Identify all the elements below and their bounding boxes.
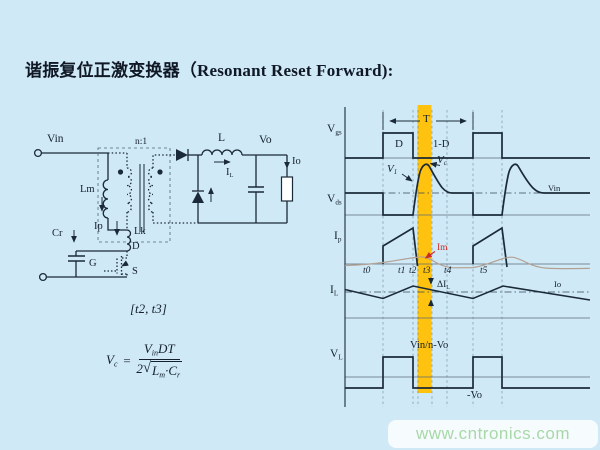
il-trace xyxy=(344,285,591,301)
highlight-band-t2-t3 xyxy=(417,105,432,393)
label-io: Io xyxy=(292,156,301,167)
watermark: www.cntronics.com xyxy=(388,420,598,448)
freewheeling-diode xyxy=(192,155,214,223)
title-en: Resonant Reset Forward xyxy=(197,61,382,80)
formula-vc: Vc = VinDT 2√Lm·Cr xyxy=(106,341,183,381)
row-label-vl: VL xyxy=(330,348,343,362)
output-capacitor xyxy=(248,155,264,223)
label-source: S xyxy=(132,266,138,277)
label-ip: Ip xyxy=(94,221,103,232)
annotation-im: Im xyxy=(437,243,448,253)
reference-levels xyxy=(345,192,590,293)
im-pointer-arrow xyxy=(424,251,436,259)
v1-pointer-arrow xyxy=(401,173,413,182)
primary-polarity-dot xyxy=(117,169,124,175)
primary-winding xyxy=(126,167,133,213)
secondary-winding xyxy=(147,167,154,213)
label-cr: Cr xyxy=(52,228,63,239)
vds-trace xyxy=(345,163,590,216)
label-vo: Vo xyxy=(259,134,272,146)
title-zh: 谐振复位正激变换器（ xyxy=(25,61,197,80)
ip-trace-pulse1 xyxy=(382,226,419,267)
slide-title: 谐振复位正激变换器（Resonant Reset Forward): xyxy=(25,56,394,81)
time-label-t4: t4 xyxy=(444,266,452,276)
title-tail: ): xyxy=(381,61,394,80)
label-gate: G xyxy=(89,258,97,269)
time-label-t1: t1 xyxy=(398,266,406,276)
vc-pointer-arrow xyxy=(429,161,441,168)
annotation-one-minus-duty: 1-D xyxy=(433,139,450,150)
input-terminal-bottom xyxy=(38,272,48,282)
annotation-vc: Vc xyxy=(437,154,447,168)
time-label-t0: t0 xyxy=(363,266,371,276)
label-interval-t2-t3: [t2, t3] xyxy=(130,301,167,316)
label-lk: Lk xyxy=(134,226,146,237)
label-turns-ratio: n:1 xyxy=(135,137,148,147)
leakage-inductor-lk xyxy=(114,221,132,252)
label-drain: D xyxy=(132,241,140,252)
formula-equals: = xyxy=(122,352,132,368)
formula-numerator: VinDT xyxy=(138,341,180,361)
label-vin: Vin xyxy=(47,133,64,145)
rectifier-diode xyxy=(176,149,202,161)
annotation-vl-low: -Vo xyxy=(467,390,482,401)
annotation-vin-level: Vin xyxy=(548,183,561,193)
annotation-vl-high: Vin/n-Vo xyxy=(410,340,449,351)
annotation-v1: V1 xyxy=(387,163,398,177)
formula-fraction: VinDT 2√Lm·Cr xyxy=(136,341,183,381)
mosfet-body-arrow xyxy=(121,260,129,267)
row-label-il: IL xyxy=(330,284,339,298)
secondary-polarity-dot xyxy=(157,169,163,175)
waveform-panel xyxy=(344,105,591,407)
vl-trace xyxy=(345,356,590,389)
circuit-schematic xyxy=(33,147,294,282)
annotation-duty: D xyxy=(395,138,403,150)
annotation-period: T xyxy=(423,113,430,125)
magnetizing-current-trace xyxy=(344,256,591,270)
output-inductor xyxy=(201,149,243,156)
ip-trace-pulse2 xyxy=(472,226,508,268)
row-label-ip: Ip xyxy=(334,230,342,244)
formula-denominator: 2√Lm·Cr xyxy=(136,360,183,380)
vgs-trace xyxy=(345,132,590,159)
annotation-delta-il: ΔIL xyxy=(437,280,450,291)
transformer xyxy=(108,152,198,230)
input-terminal-top xyxy=(33,148,43,158)
formula-lhs: Vc xyxy=(106,352,118,370)
resonant-capacitor-cr xyxy=(68,230,127,277)
row-label-vds: Vds xyxy=(327,193,342,207)
transformer-boundary-box xyxy=(97,147,171,243)
transformer-core xyxy=(139,164,145,232)
time-label-t2: t2 xyxy=(409,266,417,276)
time-label-t3: t3 xyxy=(423,266,431,276)
label-lm: Lm xyxy=(80,184,95,195)
load-resistor xyxy=(280,155,294,223)
label-il-circuit: IL xyxy=(226,167,234,180)
magnetizing-inductor-lm xyxy=(99,153,127,231)
mosfet-switch xyxy=(104,251,129,277)
annotation-io-level: Io xyxy=(554,279,562,289)
period-annotation xyxy=(382,112,474,130)
label-inductor: L xyxy=(218,132,226,144)
time-label-t5: t5 xyxy=(480,266,488,276)
row-label-vgs: Vgs xyxy=(327,123,342,137)
